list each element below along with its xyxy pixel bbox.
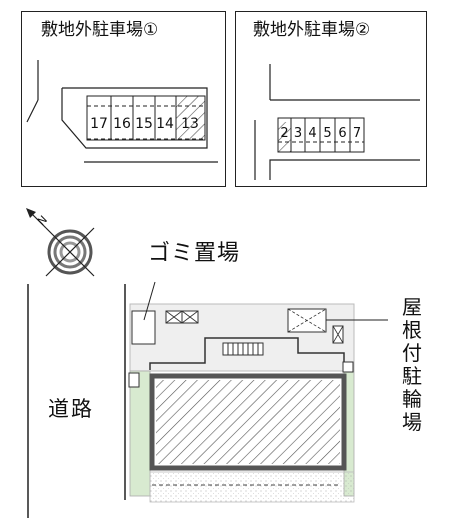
space-label-4: 4	[308, 126, 316, 141]
rooftop-bike-char-1: 屋	[402, 295, 422, 319]
offsite-parking-2-map	[254, 64, 420, 180]
space-2-hatch	[278, 122, 291, 152]
garbage-area-label: ゴミ置場	[148, 241, 241, 266]
space-label-5: 5	[323, 126, 331, 141]
green-strip	[129, 370, 151, 497]
compass-icon: N	[26, 208, 95, 277]
offsite-parking-2-title: 敷地外駐車場②	[253, 20, 371, 40]
rooftop-bike-char-6: 場	[402, 410, 422, 434]
entrance-grille	[222, 342, 264, 356]
compass-north-label: N	[35, 213, 50, 228]
space-label-6: 6	[338, 126, 346, 141]
garbage-enclosure	[131, 310, 156, 345]
space-label-16: 16	[113, 116, 131, 132]
rooftop-bike-char-2: 根	[402, 318, 422, 342]
space-label-17: 17	[90, 116, 108, 132]
rooftop-bike-char-3: 付	[402, 341, 422, 365]
rooftop-bike-char-5: 輪	[402, 387, 422, 411]
space-label-15: 15	[135, 116, 153, 132]
space-label-14: 14	[156, 116, 174, 132]
offsite-parking-1-space-labels: 17 16 15 14 13	[90, 116, 199, 132]
space-label-3: 3	[294, 126, 302, 141]
road-label: 道路	[48, 397, 94, 421]
property-site	[124, 281, 388, 503]
bike-shelter	[287, 308, 327, 333]
space-13-14-hatch	[176, 96, 205, 140]
space-label-7: 7	[353, 126, 361, 141]
offsite-parking-1-title: 敷地外駐車場①	[41, 20, 159, 40]
parking-apron	[149, 471, 355, 503]
offsite-parking-2-space-labels: 2 3 4 5 6 7	[280, 126, 361, 141]
rooftop-bicycle-parking-label: 屋 根 付 駐 輪 場	[400, 296, 424, 434]
space-label-2: 2	[280, 126, 288, 141]
space-label-13: 13	[181, 116, 199, 132]
rooftop-bike-char-4: 駐	[402, 364, 422, 388]
offsite-parking-2-panel: 敷地外駐車場②	[235, 11, 427, 187]
equipment-box-1	[165, 310, 199, 324]
offsite-parking-1-map	[26, 60, 218, 163]
garbage-leader-line	[143, 281, 156, 321]
equipment-box-2	[332, 325, 344, 344]
